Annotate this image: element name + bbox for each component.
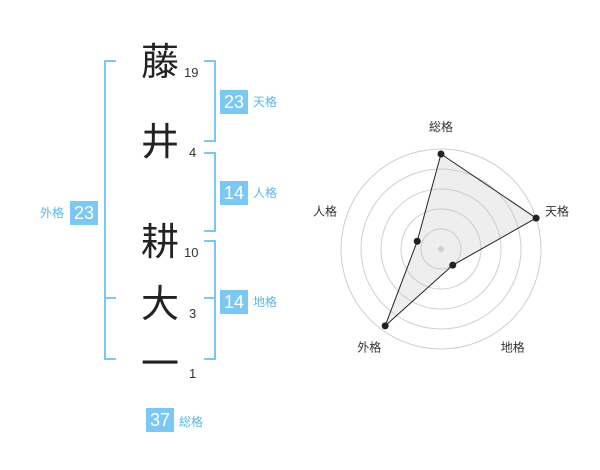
gaikaku-value: 23: [70, 201, 98, 225]
soukaku-value: 37: [146, 408, 174, 432]
radar-axis-label-2: 天格: [545, 203, 569, 218]
chikaku-value: 14: [220, 290, 248, 314]
radar-ring: [420, 228, 462, 270]
soukaku-label: 総格: [179, 415, 204, 429]
radar-axis-label-5: 人格: [313, 203, 337, 218]
stroke-count-2: 4: [189, 145, 197, 160]
radar-point-1: [437, 150, 445, 158]
radar-shape: [384, 153, 538, 327]
gaikaku-bracket-tick: [104, 297, 116, 299]
chikaku-bracket: [204, 240, 216, 360]
stroke-count-5: 1: [189, 366, 197, 381]
radar-axis-label-1: 総格: [429, 119, 453, 134]
radar-ring: [340, 148, 542, 350]
name-char-2: 井: [140, 120, 179, 164]
jinkaku-bracket: [204, 152, 216, 232]
stroke-count-4: 3: [189, 306, 197, 321]
chikaku-label: 地格: [253, 295, 278, 309]
radar-point-2: [532, 214, 540, 222]
radar-axis-label-4: 外格: [357, 340, 381, 355]
radar-axis-label-3: 地格: [501, 340, 525, 355]
radar-point-4: [381, 322, 389, 330]
tenkaku-bracket: [204, 60, 216, 142]
radar-point-3: [449, 261, 457, 269]
tenkaku-label: 天格: [253, 95, 278, 109]
name-char-1: 藤: [140, 40, 179, 84]
jinkaku-label: 人格: [253, 186, 278, 200]
chikaku-bracket-tick: [204, 297, 216, 299]
stroke-count-1: 19: [184, 65, 199, 80]
tenkaku-value: 23: [220, 90, 248, 114]
radar-center-dot: [438, 246, 444, 252]
radar-point-5: [413, 237, 421, 245]
radar-ring: [360, 168, 522, 330]
gaikaku-label: 外格: [40, 206, 65, 220]
gaikaku-bracket: [104, 60, 116, 360]
radar-ring: [380, 188, 502, 310]
name-char-4: 大: [140, 282, 179, 326]
name-char-3: 耕: [140, 220, 179, 264]
stroke-count-3: 10: [184, 245, 199, 260]
name-char-5: 一: [140, 342, 179, 386]
jinkaku-value: 14: [220, 181, 248, 205]
